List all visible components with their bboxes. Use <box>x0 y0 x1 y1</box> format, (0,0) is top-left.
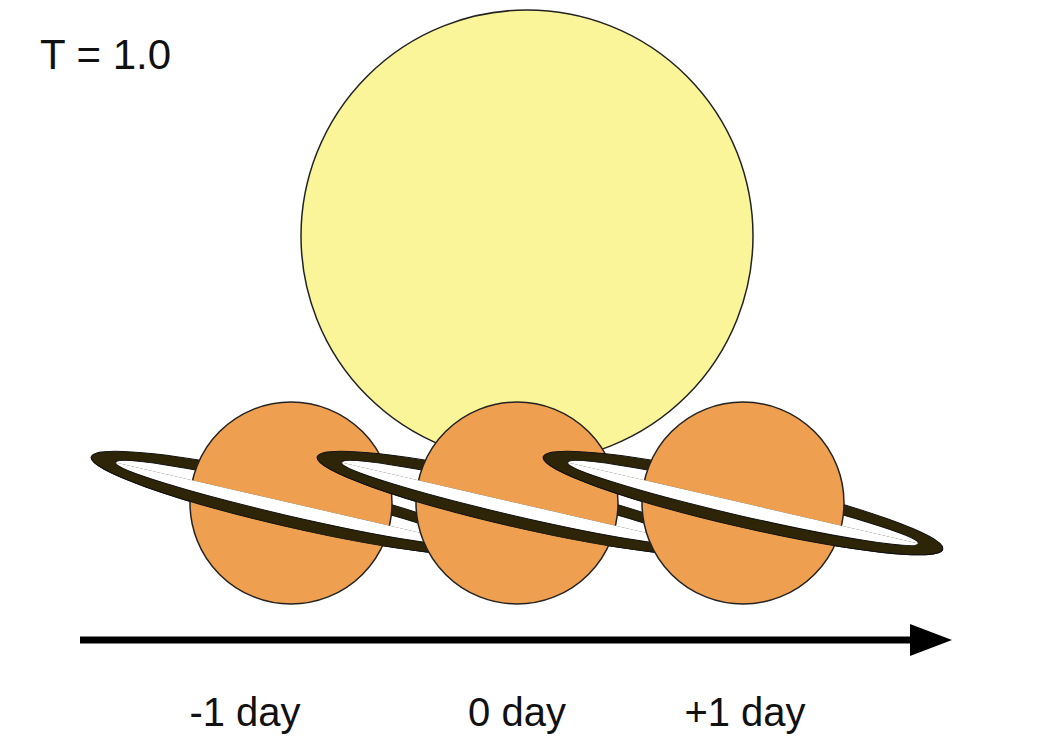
time-label: +1 day <box>684 690 805 734</box>
time-label: -1 day <box>189 690 300 734</box>
parameter-label: T = 1.0 <box>40 32 171 78</box>
time-label: 0 day <box>468 690 566 734</box>
ringed-planet <box>538 402 948 604</box>
time-arrow <box>80 624 952 656</box>
star <box>301 10 753 462</box>
